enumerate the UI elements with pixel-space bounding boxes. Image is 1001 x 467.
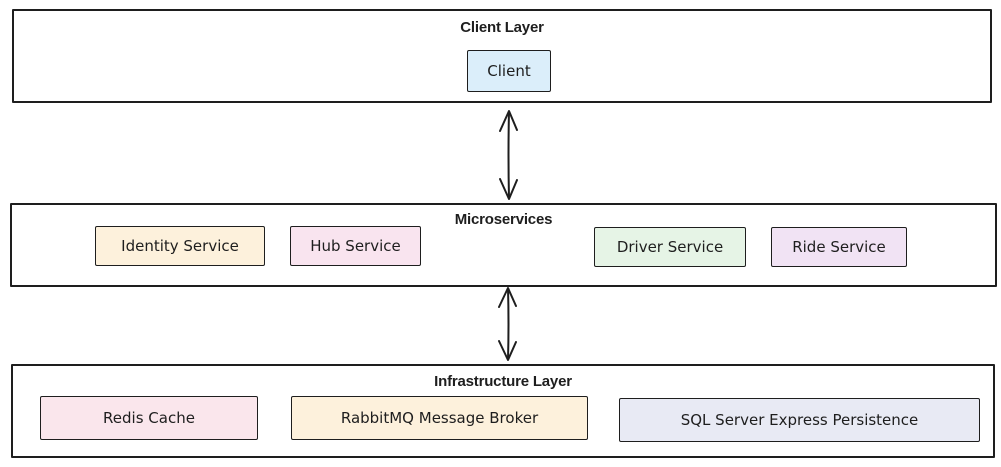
hub-service-node[interactable]: Hub Service xyxy=(290,226,421,266)
ride-service-node[interactable]: Ride Service xyxy=(771,227,907,267)
redis-cache-node[interactable]: Redis Cache xyxy=(40,396,258,440)
sql-server-node[interactable]: SQL Server Express Persistence xyxy=(619,398,980,442)
rabbitmq-broker-node[interactable]: RabbitMQ Message Broker xyxy=(291,396,588,440)
ride-service-label: Ride Service xyxy=(792,238,886,256)
infrastructure-layer-title: Infrastructure Layer xyxy=(434,373,572,390)
client-node-label: Client xyxy=(487,62,531,80)
identity-service-node[interactable]: Identity Service xyxy=(95,226,265,266)
rabbitmq-broker-label: RabbitMQ Message Broker xyxy=(340,409,539,427)
microservices-infrastructure-arrow xyxy=(498,287,517,361)
driver-service-node[interactable]: Driver Service xyxy=(594,227,746,267)
redis-cache-label: Redis Cache xyxy=(103,409,195,427)
hub-service-label: Hub Service xyxy=(310,237,401,255)
identity-service-label: Identity Service xyxy=(121,237,239,255)
client-layer-title: Client Layer xyxy=(460,19,544,36)
client-node[interactable]: Client xyxy=(467,50,551,92)
driver-service-label: Driver Service xyxy=(616,238,724,256)
sql-server-label: SQL Server Express Persistence xyxy=(680,411,919,429)
client-microservices-arrow xyxy=(499,110,518,200)
microservices-layer-title: Microservices xyxy=(454,211,553,228)
